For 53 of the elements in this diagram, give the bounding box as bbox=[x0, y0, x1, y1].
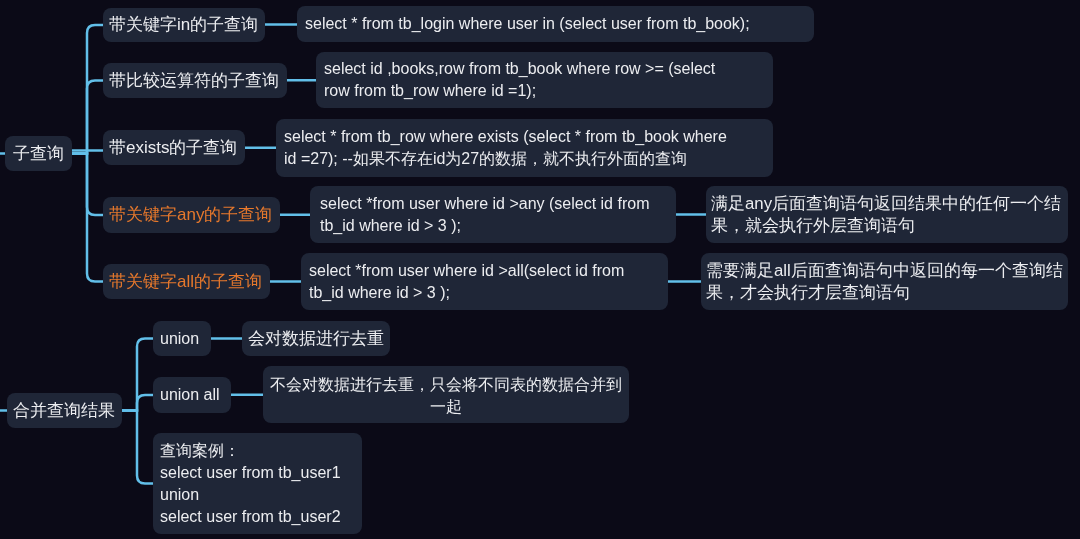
subtopic-box bbox=[103, 130, 245, 165]
connector-line bbox=[72, 149, 103, 152]
note-text: 会对数据进行去重 bbox=[248, 327, 384, 350]
subtopic-box bbox=[153, 377, 231, 413]
example-line: 查询案例： bbox=[160, 440, 240, 461]
code-box bbox=[316, 52, 773, 108]
note-text: 不会对数据进行去重，只会将不同表的数据合并到一起 bbox=[270, 373, 622, 417]
connector-line bbox=[270, 280, 301, 283]
code-box bbox=[310, 186, 676, 243]
subtopic-label: union bbox=[160, 328, 200, 349]
code-box bbox=[276, 119, 773, 177]
subtopic-label: 带exists的子查询 bbox=[109, 136, 238, 159]
example-line: select user from tb_user2 bbox=[160, 506, 341, 527]
note-text: 需要满足all后面查询语句中返回的每一个查询结果，才会执行才层查询语句 bbox=[706, 259, 1063, 304]
subtopic-label: union all bbox=[160, 385, 220, 405]
note-box bbox=[706, 186, 1068, 243]
topic-label: 合并查询结果 bbox=[13, 399, 115, 422]
topic-box bbox=[5, 136, 72, 171]
subtopic-box bbox=[103, 8, 265, 42]
example-box bbox=[153, 433, 362, 534]
code-text: select *from user where id >all(select id from tb_id where id > 3 ); bbox=[309, 260, 626, 303]
connector-line bbox=[231, 393, 263, 396]
connector-line bbox=[0, 152, 5, 155]
note-box bbox=[263, 366, 629, 423]
connector-line bbox=[0, 409, 7, 412]
code-text: select * from tb_row where exists (select * from tb_book where id =27); --如果不存在id为27的数据，就不执行外面的查询 bbox=[284, 127, 728, 169]
subtopic-box bbox=[153, 321, 211, 356]
example-line: select user from tb_user1 bbox=[160, 462, 341, 483]
note-text: 满足any后面查询语句返回结果中的任何一个结果，就会执行外层查询语句 bbox=[711, 192, 1063, 237]
connector-line bbox=[676, 213, 706, 216]
subtopic-label: 带比较运算符的子查询 bbox=[109, 69, 279, 92]
note-box bbox=[701, 253, 1068, 310]
connector-line bbox=[668, 280, 701, 283]
example-line: union bbox=[160, 484, 200, 505]
subtopic-label: 带关键字any的子查询 bbox=[109, 204, 273, 226]
topic-box bbox=[7, 393, 122, 428]
subtopic-label: 带关键字all的子查询 bbox=[109, 270, 262, 293]
connector-line bbox=[211, 337, 242, 340]
code-box bbox=[301, 253, 668, 310]
connector-line bbox=[280, 213, 310, 216]
code-text: select * from tb_login where user in (select user from tb_book); bbox=[305, 14, 750, 34]
code-box bbox=[297, 6, 814, 42]
subtopic-label: 带关键字in的子查询 bbox=[109, 14, 259, 36]
note-box bbox=[242, 321, 390, 356]
subtopic-box bbox=[103, 63, 287, 98]
connector-line bbox=[245, 146, 276, 149]
subtopic-box bbox=[103, 197, 280, 233]
code-text: select *from user where id >any (select id from tb_id where id > 3 ); bbox=[320, 193, 651, 236]
subtopic-box bbox=[103, 264, 270, 299]
connector-line bbox=[265, 23, 297, 26]
connector-line bbox=[287, 79, 316, 82]
code-text: select id ,books,row from tb_book where row >= (select row from tb_row where id =1); bbox=[324, 59, 717, 101]
topic-label: 子查询 bbox=[13, 142, 64, 165]
